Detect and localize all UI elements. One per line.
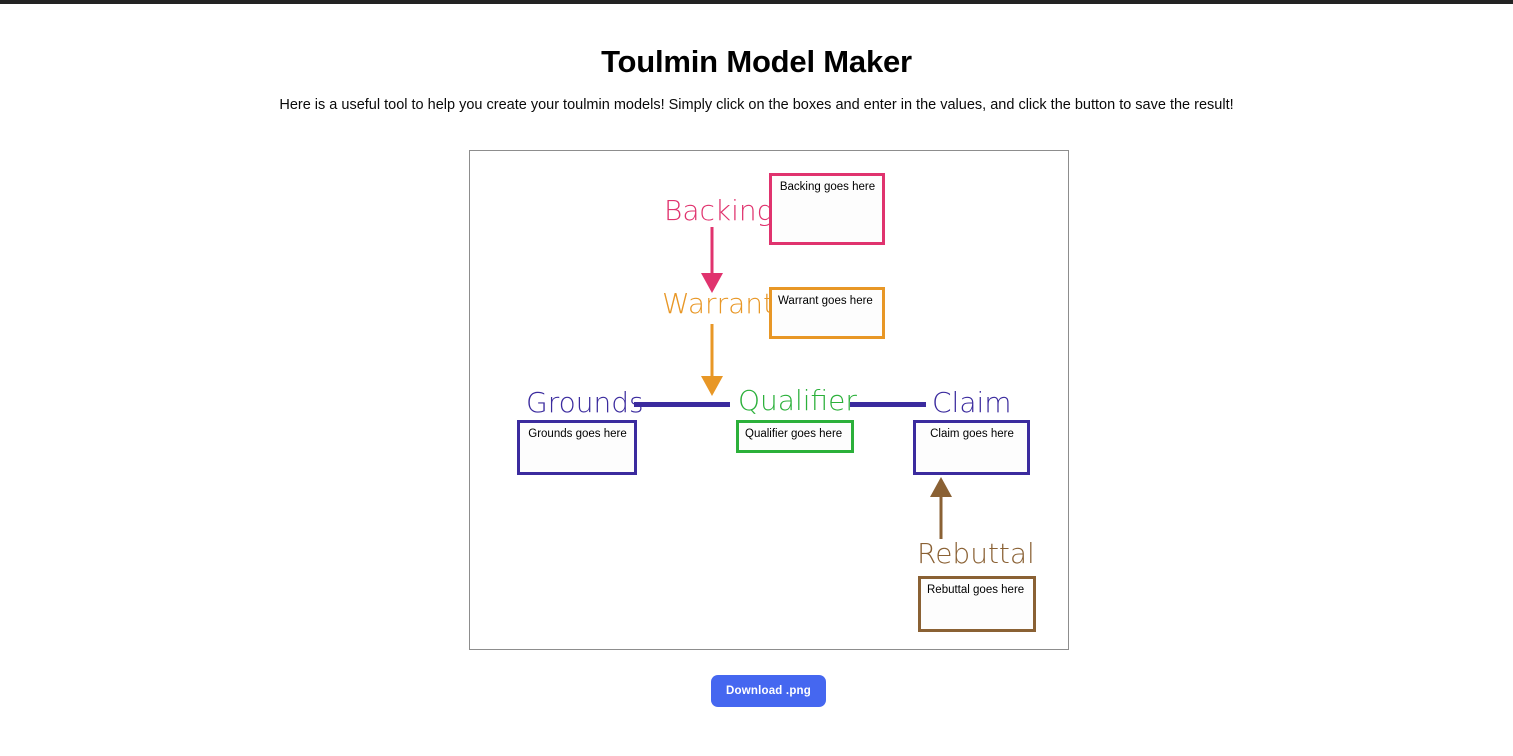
input-claim[interactable] [913, 420, 1030, 475]
label-warrant: Warrant [662, 287, 774, 320]
connector-qualifier-to-claim [850, 402, 926, 407]
connector-backing-to-warrant [700, 227, 724, 293]
label-claim: Claim [932, 386, 1012, 419]
page-title: Toulmin Model Maker [601, 43, 912, 79]
page-description: Here is a useful tool to help you create… [279, 96, 1234, 113]
input-qualifier[interactable] [736, 420, 854, 453]
input-backing[interactable] [769, 173, 885, 245]
label-qualifier: Qualifier [738, 384, 857, 417]
input-grounds[interactable] [517, 420, 637, 475]
label-backing: Backing [664, 194, 774, 227]
input-rebuttal[interactable] [918, 576, 1036, 632]
label-rebuttal: Rebuttal [917, 537, 1035, 570]
label-grounds: Grounds [526, 386, 644, 419]
browser-top-strip [0, 0, 1513, 4]
download-png-button[interactable]: Download .png [711, 675, 826, 707]
connector-warrant-to-grounds [700, 324, 724, 396]
toulmin-diagram-canvas: Backing Warrant Grounds Qualifier Claim … [469, 150, 1069, 650]
input-warrant[interactable] [769, 287, 885, 339]
connector-grounds-to-qualifier [634, 402, 730, 407]
connector-rebuttal-to-claim [929, 477, 953, 539]
